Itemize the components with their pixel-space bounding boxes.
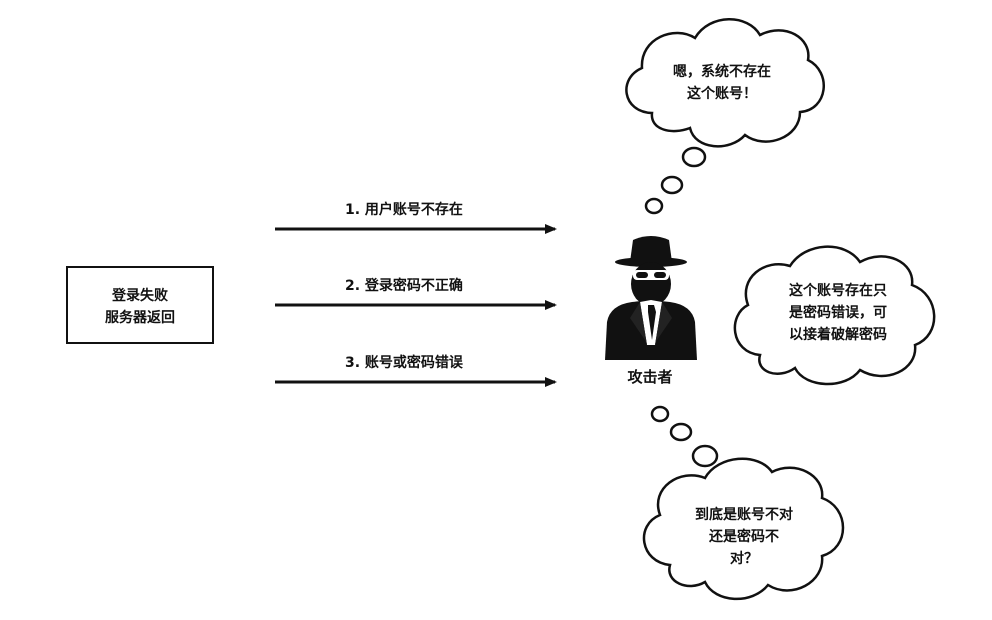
thought-cloud-1: 嗯，系统不存在 这个账号！	[625, 18, 825, 148]
thought-1-line-1: 嗯，系统不存在	[673, 63, 771, 80]
thought-2-line-2: 是密码错误，可	[789, 304, 887, 321]
arrow-2-label: 2. 登录密码不正确	[345, 277, 463, 294]
thought-cloud-3: 到底是账号不对 还是密码不 对？	[642, 457, 845, 601]
thought-3-line-3: 对？	[730, 550, 758, 567]
arrow-1: 1. 用户账号不存在	[275, 201, 557, 234]
attacker-label: 攻击者	[627, 368, 672, 386]
server-box-line-2: 服务器返回	[105, 309, 175, 326]
attacker-icon	[605, 236, 697, 360]
thought-cloud-2: 这个账号存在只 是密码错误，可 以接着破解密码	[733, 245, 936, 386]
thought-3-line-1: 到底是账号不对	[695, 506, 793, 523]
server-response-box: 登录失败 服务器返回	[66, 266, 214, 344]
arrow-1-label: 1. 用户账号不存在	[345, 201, 463, 218]
thought-2-line-1: 这个账号存在只	[789, 282, 887, 299]
arrow-3-label: 3. 账号或密码错误	[345, 354, 464, 371]
arrow-2: 2. 登录密码不正确	[275, 277, 557, 310]
server-box-line-1: 登录失败	[111, 287, 169, 304]
arrow-3: 3. 账号或密码错误	[275, 354, 557, 387]
thought-3-bubbles	[650, 405, 719, 468]
thought-1-line-2: 这个账号！	[687, 85, 757, 102]
thought-1-bubbles	[644, 146, 707, 215]
thought-3-line-2: 还是密码不	[708, 528, 779, 545]
thought-2-line-3: 以接着破解密码	[789, 326, 887, 343]
